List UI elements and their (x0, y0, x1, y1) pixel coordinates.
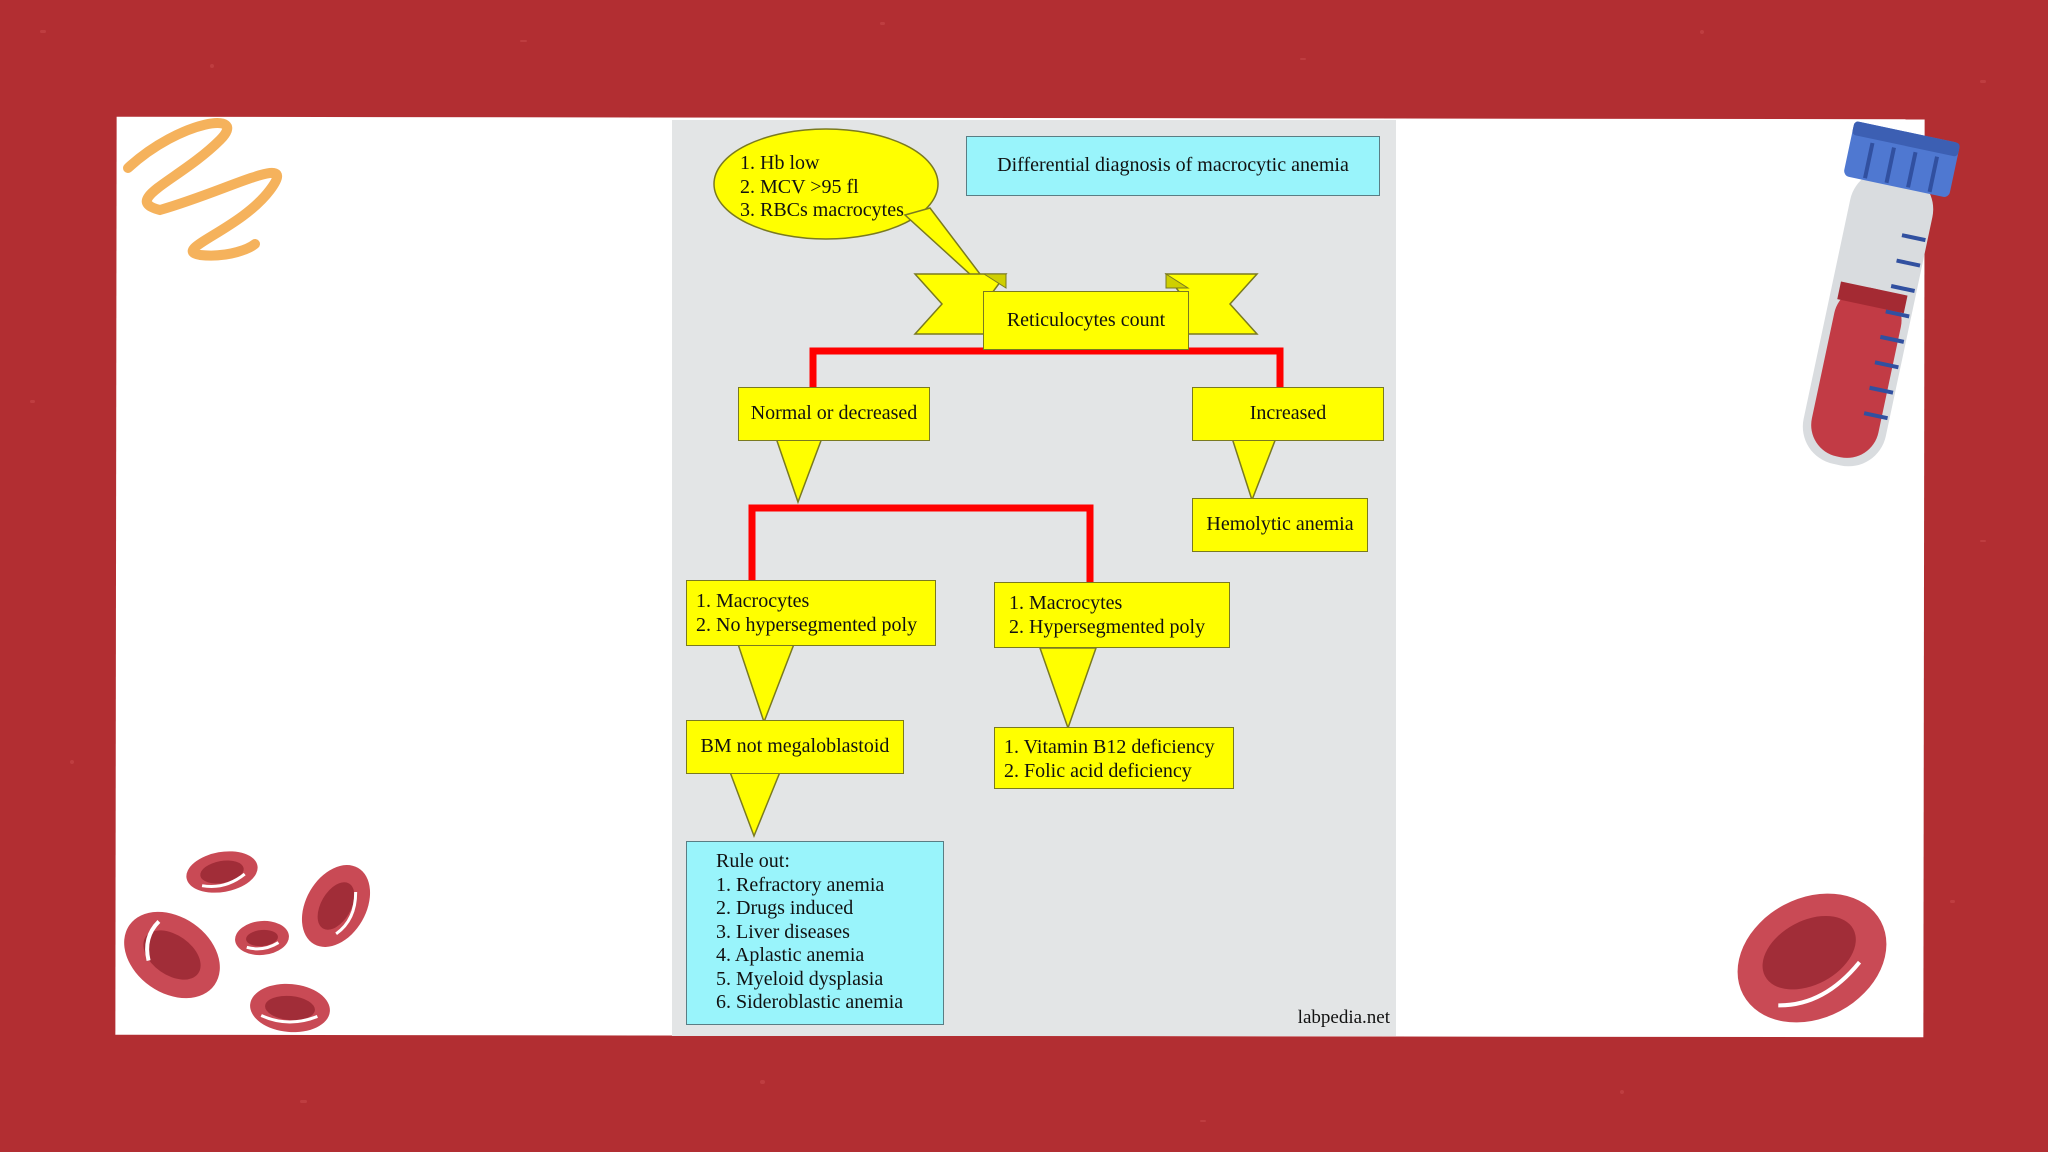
rule-out-item: 6. Sideroblastic anemia (716, 991, 904, 1013)
reticulocytes-count-box: Reticulocytes count (983, 291, 1189, 350)
rule-out-item: 4. Aplastic anemia (716, 944, 865, 966)
bm-not-megaloblastoid-box: BM not megaloblastoid (686, 720, 904, 774)
deficiency-item: 2. Folic acid deficiency (1004, 759, 1192, 782)
hemolytic-anemia-box: Hemolytic anemia (1192, 498, 1368, 552)
criteria-item: 2. MCV >95 fl (740, 175, 859, 198)
diagram-title: Differential diagnosis of macrocytic ane… (966, 136, 1380, 196)
normal-or-decreased-label: Normal or decreased (750, 402, 918, 425)
rule-out-box: Rule out: 1. Refractory anemia 2. Drugs … (686, 841, 944, 1025)
bm-not-megaloblastoid-label: BM not megaloblastoid (700, 735, 890, 758)
hypersegmented-item: 2. Hypersegmented poly (1009, 615, 1206, 638)
deficiency-item: 1. Vitamin B12 deficiency (1004, 736, 1215, 758)
rule-out-item: 2. Drugs induced (716, 897, 854, 919)
hypersegmented-item: 1. Macrocytes (1009, 592, 1123, 614)
hypersegmented-box: 1. Macrocytes 2. Hypersegmented poly (994, 582, 1230, 648)
criteria-bubble: 1. Hb low 2. MCV >95 fl 3. RBCs macrocyt… (740, 152, 940, 224)
watermark: labpedia.net (1297, 1007, 1390, 1028)
no-hypersegmented-item: 2. No hypersegmented poly (696, 613, 918, 636)
diagram-title-text: Differential diagnosis of macrocytic ane… (997, 154, 1349, 177)
rule-out-item: 5. Myeloid dysplasia (716, 967, 884, 990)
increased-box: Increased (1192, 387, 1384, 441)
criteria-item: 3. RBCs macrocytes (740, 199, 904, 221)
deficiency-box: 1. Vitamin B12 deficiency 2. Folic acid … (994, 727, 1234, 789)
increased-label: Increased (1249, 402, 1327, 425)
reticulocytes-count-label: Reticulocytes count (1006, 308, 1166, 331)
criteria-item: 1. Hb low (740, 152, 820, 174)
hemolytic-anemia-label: Hemolytic anemia (1206, 513, 1354, 536)
no-hypersegmented-item: 1. Macrocytes (696, 590, 810, 612)
rule-out-item: 3. Liver diseases (716, 920, 850, 943)
no-hypersegmented-box: 1. Macrocytes 2. No hypersegmented poly (686, 580, 936, 646)
rule-out-item: 1. Refractory anemia (716, 873, 885, 896)
normal-or-decreased-box: Normal or decreased (738, 387, 930, 441)
rule-out-heading: Rule out: (716, 850, 790, 872)
